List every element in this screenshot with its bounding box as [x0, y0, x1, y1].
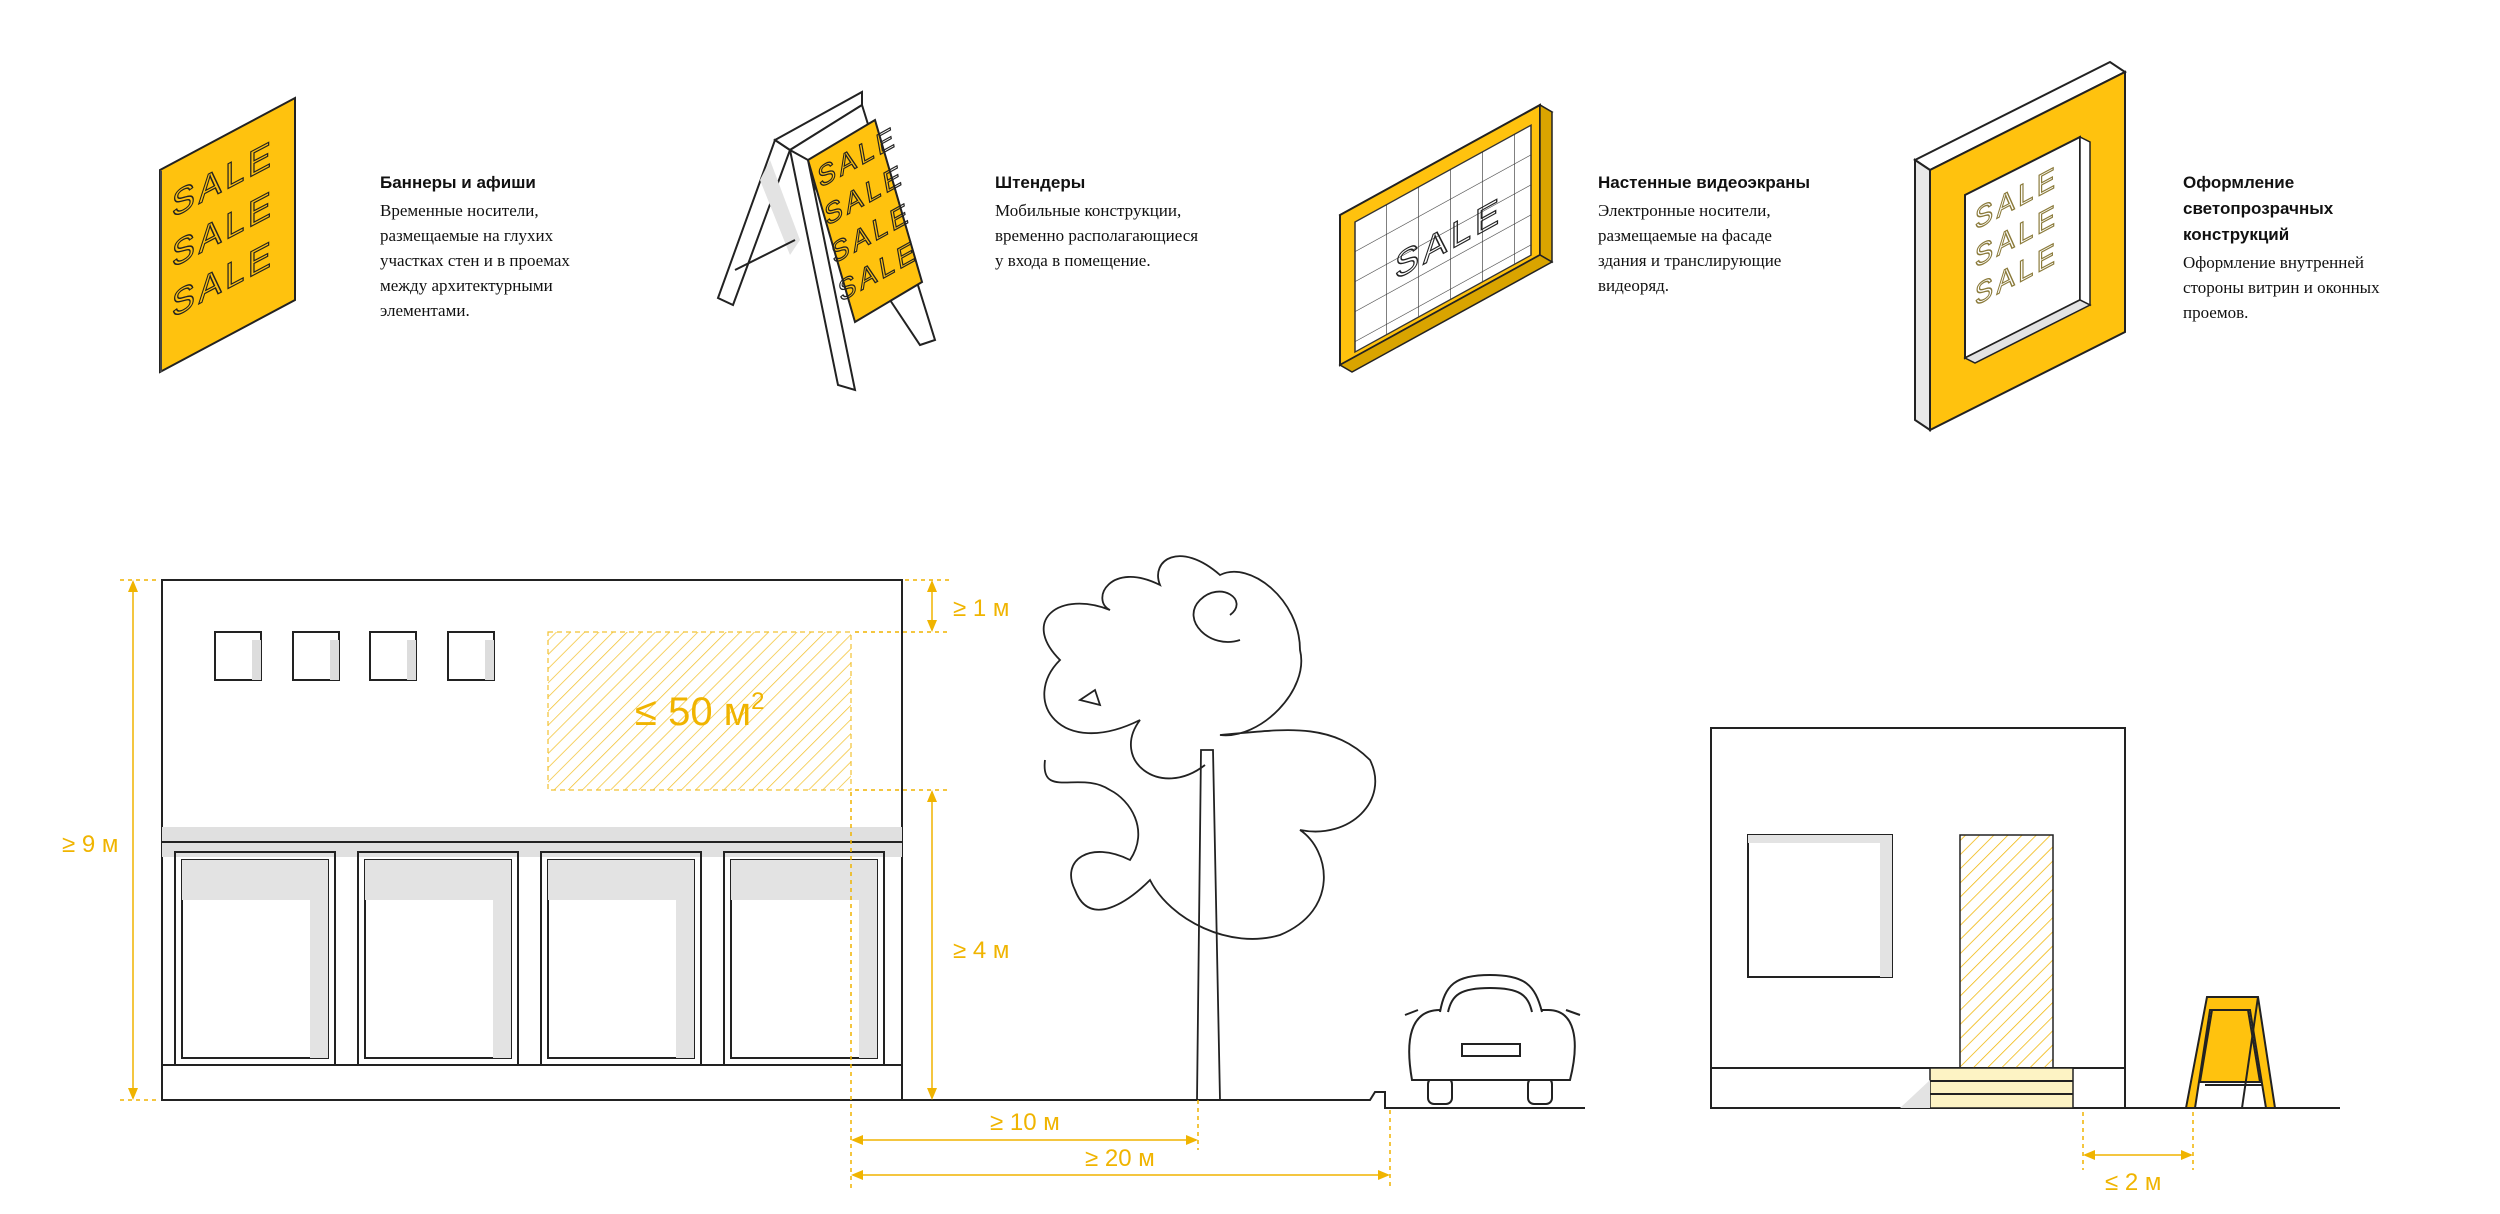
a-frame-stand-icon: SALE SALE SALE SALE	[716, 90, 937, 392]
tree-distance-label: ≥ 10 м	[990, 1109, 1060, 1136]
car-icon	[1404, 973, 1581, 1105]
card-video-screens: Настенные видеоэкраны Электронные носите…	[1598, 170, 1828, 298]
card-stands: Штендеры Мобильные конструкции, временно…	[995, 170, 1235, 273]
shop-windows	[174, 851, 885, 1066]
building-elevation	[161, 579, 903, 1101]
card-description: Оформление внутренней стороны витрин и о…	[2183, 253, 2380, 322]
card-window-decoration: Оформление светопрозрачных конструкций О…	[2183, 170, 2413, 325]
window-decoration-icon: SALE SALE SALE	[1913, 60, 2127, 432]
upper-windows	[214, 631, 495, 681]
ground-line	[162, 1091, 1585, 1109]
card-title: Оформление светопрозрачных конструкций	[2183, 173, 2334, 244]
building-height-label: ≥ 9 м	[62, 831, 118, 858]
card-title: Настенные видеоэкраны	[1598, 173, 1811, 192]
a-frame-stand-small-icon	[2184, 996, 2277, 1109]
card-banners: Баннеры и афиши Временные носители, разм…	[380, 170, 610, 323]
banner-zone	[547, 631, 852, 791]
top-offset-label: ≥ 1 м	[953, 595, 1009, 622]
banner-area-label: ≤ 50 м2	[635, 688, 765, 734]
stand-distance-label: ≤ 2 м	[2105, 1169, 2161, 1196]
door-zone	[1959, 834, 2054, 1069]
video-screen-icon: SALE	[1338, 103, 1554, 373]
road-distance-label: ≥ 20 м	[1085, 1145, 1155, 1172]
banner-poster-icon: SALE SALE SALE	[159, 96, 296, 374]
banner-height-label: ≥ 4 м	[953, 937, 1009, 964]
dimension-lines	[120, 579, 2194, 1190]
card-title: Баннеры и афиши	[380, 173, 536, 192]
card-description: Электронные носители, размещаемые на фас…	[1598, 201, 1782, 295]
small-building	[1710, 727, 2340, 1109]
card-title: Штендеры	[995, 173, 1086, 192]
card-description: Мобильные конструкции, временно располаг…	[995, 201, 1199, 270]
card-description: Временные носители, размещаемые на глухи…	[380, 201, 570, 320]
tree-icon	[1042, 555, 1377, 1101]
